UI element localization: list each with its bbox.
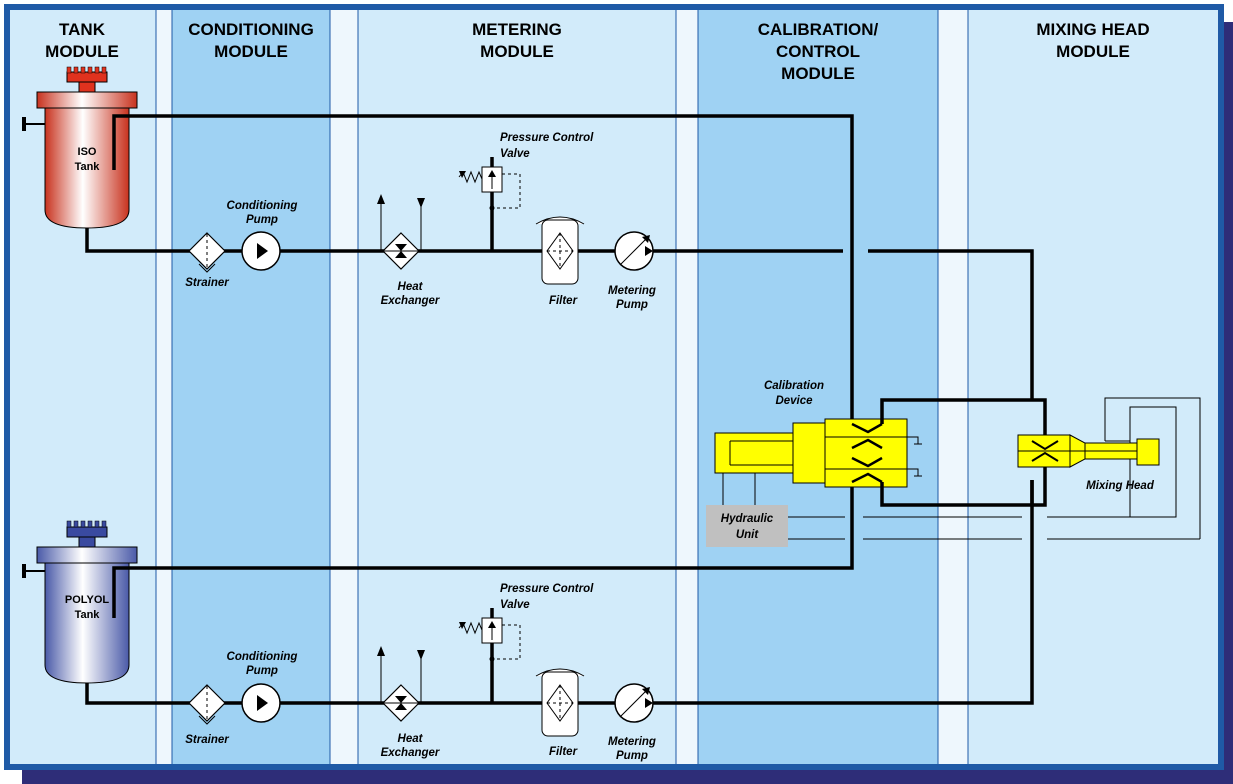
- iso-strainer-label: Strainer: [185, 277, 229, 289]
- polyol-strainer-label: Strainer: [185, 734, 229, 746]
- polyol-conditioning-pump-icon: [241, 683, 281, 723]
- hydraulic-unit: [706, 505, 788, 547]
- separator-2: [330, 10, 358, 764]
- iso-strainer: [188, 232, 226, 273]
- polyol-pressure-control-valve-label: Pressure Control: [500, 583, 594, 595]
- calibration-device-label-2: Device: [775, 395, 813, 407]
- polyol-metering-pump-label-2: Pump: [616, 750, 648, 762]
- iso-pressure-control-valve-label-2: Valve: [500, 148, 530, 160]
- module-header-tank: TANK: [59, 20, 106, 39]
- iso-heat-exchanger-icon: [377, 194, 425, 270]
- iso-heat-exchanger-label: Heat: [398, 281, 424, 293]
- module-header-metering: METERING: [472, 20, 562, 39]
- band-conditioning: [172, 10, 330, 764]
- module-header-mixing-head-2: MODULE: [1056, 42, 1130, 61]
- polyol-metering-pump-label: Metering: [608, 736, 656, 748]
- separator-4: [938, 10, 968, 764]
- iso-filter-icon: [535, 216, 585, 285]
- iso-pressure-control-valve-icon: [458, 166, 521, 211]
- iso-metering-pump-label: Metering: [608, 285, 656, 297]
- polyol-filter-icon: [535, 668, 585, 737]
- calibration-device-label: Calibration: [764, 380, 824, 392]
- module-header-conditioning: CONDITIONING: [188, 20, 314, 39]
- polyol-metering-pump-icon: [614, 683, 654, 723]
- iso-pressure-control-valve-label: Pressure Control: [500, 132, 594, 144]
- module-header-metering-2: MODULE: [480, 42, 554, 61]
- iso-tank-label-2: Tank: [75, 161, 101, 173]
- module-header-mixing-head: MIXING HEAD: [1036, 20, 1149, 39]
- iso-conditioning-pump-label-2: Pump: [246, 214, 278, 226]
- mixing-head-icon: [1017, 434, 1160, 468]
- iso-tank-label: ISO: [78, 146, 97, 158]
- iso-heat-exchanger-label-2: Exchanger: [381, 295, 440, 307]
- polyol-filter-label: Filter: [549, 746, 578, 758]
- iso-tank: ISO Tank: [22, 66, 138, 229]
- polyol-tank-label-2: Tank: [75, 609, 101, 621]
- polyol-pressure-control-valve-label-2: Valve: [500, 599, 530, 611]
- polyol-heat-exchanger-icon: [377, 646, 425, 722]
- mixing-head-label: Mixing Head: [1086, 480, 1155, 492]
- polyol-pressure-control-valve-icon: [458, 617, 521, 662]
- polyol-line: POLYOL Tank Strainer Conditioning Pump: [22, 446, 1034, 762]
- module-header-conditioning-2: MODULE: [214, 42, 288, 61]
- polyol-conditioning-pump-label: Conditioning: [227, 651, 298, 663]
- iso-metering-pump-label-2: Pump: [616, 299, 648, 311]
- module-header-calibration: CALIBRATION/: [758, 20, 879, 39]
- hydraulic-unit-label: Hydraulic: [721, 513, 774, 525]
- polyol-heat-exchanger-label-2: Exchanger: [381, 747, 440, 759]
- separator-1: [156, 10, 172, 764]
- separator-3: [676, 10, 698, 764]
- iso-conditioning-pump-label: Conditioning: [227, 200, 298, 212]
- polyol-conditioning-pump-label-2: Pump: [246, 665, 278, 677]
- module-header-calibration-3: MODULE: [781, 64, 855, 83]
- band-calibration: [698, 10, 938, 764]
- iso-filter-label: Filter: [549, 295, 578, 307]
- module-header-calibration-2: CONTROL: [776, 42, 860, 61]
- polyol-heat-exchanger-label: Heat: [398, 733, 424, 745]
- polyol-strainer: [188, 684, 226, 725]
- polyol-tank: POLYOL Tank: [22, 520, 138, 684]
- module-header-tank-2: MODULE: [45, 42, 119, 61]
- polyol-tank-label: POLYOL: [65, 594, 109, 606]
- iso-conditioning-pump-icon: [241, 231, 281, 271]
- iso-metering-pump-icon: [614, 231, 654, 271]
- hydraulic-unit-label-2: Unit: [736, 529, 760, 541]
- calibration-device-icon: [714, 418, 922, 505]
